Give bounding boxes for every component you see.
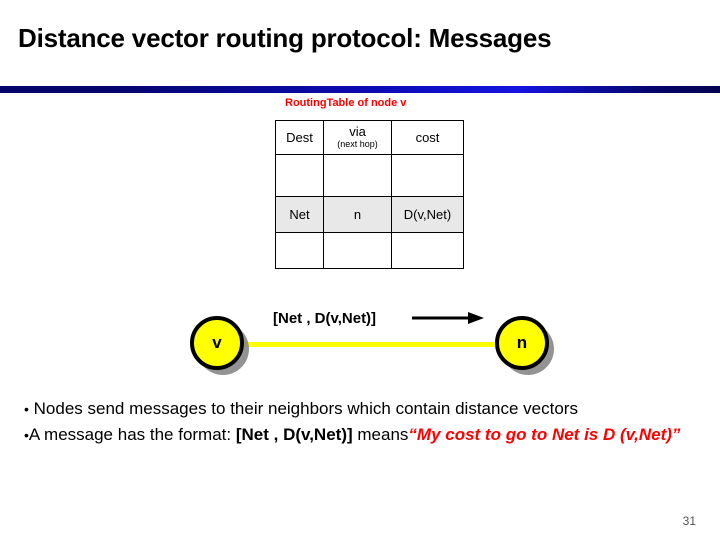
table-row-highlighted: Net n D(v,Net) bbox=[275, 196, 464, 233]
table-header-row: Dest via (next hop) cost bbox=[275, 120, 464, 155]
node-v: v bbox=[190, 316, 244, 370]
table-cell-dest bbox=[275, 154, 324, 197]
bullet-dot-icon: • bbox=[24, 427, 29, 443]
node-v-label: v bbox=[212, 333, 222, 352]
table-header-via: via (next hop) bbox=[323, 120, 392, 155]
table-row bbox=[275, 232, 464, 269]
title-divider-bar bbox=[0, 86, 720, 93]
table-header-dest: Dest bbox=[275, 120, 324, 155]
bullet-dot-icon: • bbox=[24, 401, 29, 417]
table-header-via-sub: (next hop) bbox=[337, 139, 378, 149]
routing-table-caption: RoutingTable of node v bbox=[285, 97, 407, 109]
node-n: n bbox=[495, 316, 549, 370]
message-arrow-icon bbox=[412, 312, 484, 324]
table-header-via-main: via bbox=[349, 124, 366, 139]
bullet-item-2: •A message has the format: [Net , D(v,Ne… bbox=[24, 422, 696, 448]
table-row bbox=[275, 154, 464, 197]
bullet-item-1: • Nodes send messages to their neighbors… bbox=[24, 396, 696, 422]
node-n-label: n bbox=[516, 333, 528, 352]
bullet-item-2-quote: “My cost to go to Net is D (v,Net)” bbox=[408, 425, 681, 444]
page-title: Distance vector routing protocol: Messag… bbox=[18, 23, 552, 53]
bullet-list: • Nodes send messages to their neighbors… bbox=[24, 396, 696, 448]
bullet-item-1-text: Nodes send messages to their neighbors w… bbox=[33, 399, 578, 418]
table-cell-cost: D(v,Net) bbox=[391, 196, 464, 233]
routing-table: Dest via (next hop) cost Net n D(v,Net) bbox=[275, 120, 464, 269]
bullet-item-2-middle: means bbox=[352, 425, 409, 444]
table-cell-via bbox=[323, 154, 392, 197]
table-header-cost: cost bbox=[391, 120, 464, 155]
table-cell-via: n bbox=[323, 196, 392, 233]
table-cell-cost bbox=[391, 232, 464, 269]
message-label: [Net , D(v,Net)] bbox=[273, 310, 377, 327]
table-cell-dest bbox=[275, 232, 324, 269]
bullet-item-2-format: [Net , D(v,Net)] bbox=[235, 425, 353, 444]
table-cell-via bbox=[323, 232, 392, 269]
node-link-line bbox=[238, 342, 506, 347]
page-number: 31 bbox=[682, 514, 696, 528]
table-cell-dest: Net bbox=[275, 196, 324, 233]
table-cell-cost bbox=[391, 154, 464, 197]
bullet-item-2-prefix: A message has the format: bbox=[28, 425, 236, 444]
